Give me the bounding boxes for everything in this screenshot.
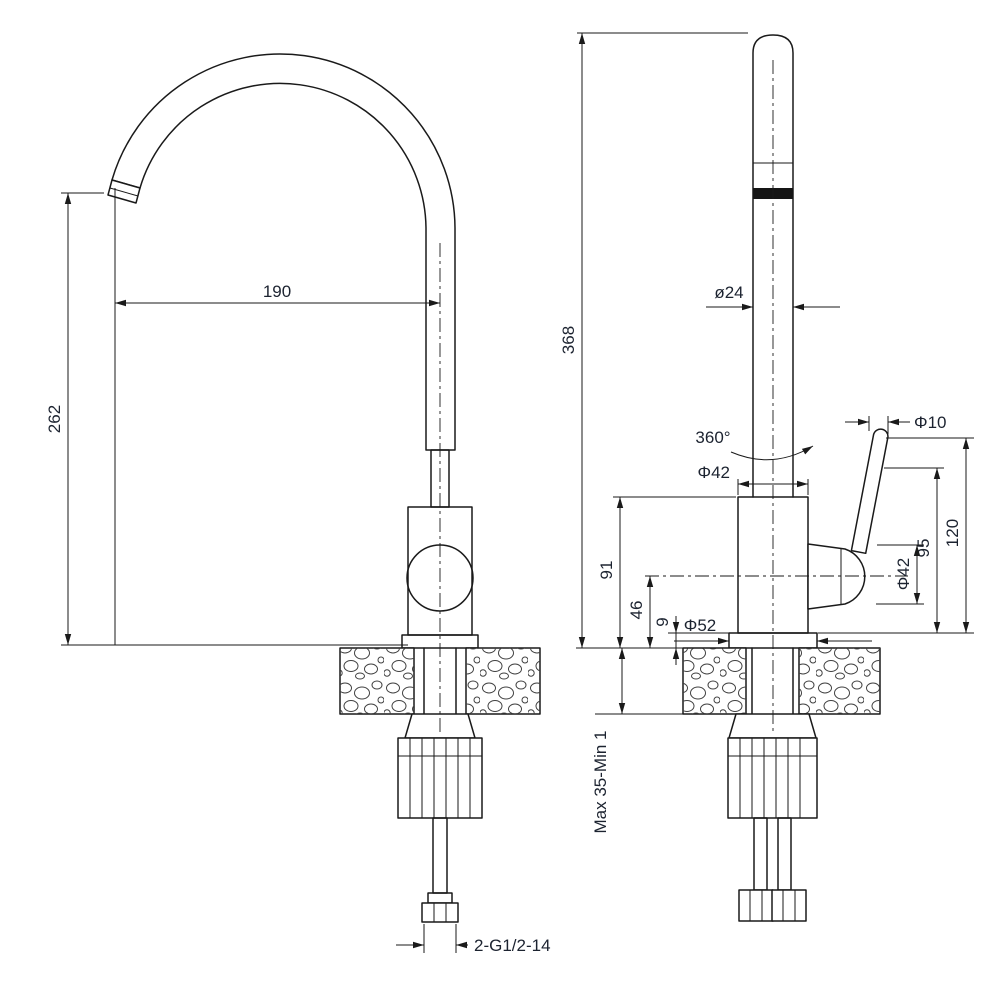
side-countertop (339, 647, 541, 715)
annotation-swivel: 360° (695, 428, 814, 461)
side-supply-tube (432, 817, 448, 894)
side-mounting-nut (397, 737, 483, 819)
dimension-body-above-deck: 91 (597, 496, 736, 648)
dim-deck-thickness-label: Max 35-Min 1 (591, 731, 610, 834)
dim-spout-reach-label: 190 (263, 282, 291, 301)
front-hose-nut-right (771, 889, 807, 922)
dim-handle-overall-height-label: 120 (943, 519, 962, 547)
front-mounting-hardware (727, 713, 818, 922)
dim-base-height-label: 9 (653, 617, 672, 626)
front-view-drawing: 368 ø24 360° Φ42 Φ10 (559, 32, 974, 922)
front-handle (807, 428, 889, 610)
front-countertop (682, 647, 881, 715)
dimension-spout-reach: 190 (114, 188, 440, 645)
dim-joint-diameter-label: Φ42 (894, 558, 913, 590)
dim-total-height-label: 368 (559, 326, 578, 354)
dimension-handle-overall-height: 120 (818, 437, 974, 634)
front-handle-joint (807, 543, 866, 610)
dimension-spout-tube-diameter: ø24 (706, 283, 840, 311)
dimension-body-diameter: Φ42 (698, 463, 809, 495)
dim-base-diameter-label: Φ52 (684, 616, 716, 635)
dim-body-above-deck-label: 91 (597, 561, 616, 580)
dimension-base-diameter: Φ52 (674, 616, 872, 645)
swivel-angle-label: 360° (695, 428, 730, 447)
dim-inlet-thread-label: 2-G1/2-14 (474, 936, 551, 955)
dim-body-diameter-label: Φ42 (698, 463, 730, 482)
dimension-lever-height: 95 (884, 467, 944, 633)
side-spout (107, 53, 456, 451)
front-handle-lever (850, 428, 889, 555)
dim-spout-tube-diameter-label: ø24 (714, 283, 743, 302)
dimension-spout-height: 262 (45, 192, 408, 646)
dimension-inlet-thread: 2-G1/2-14 (396, 924, 551, 955)
dim-handle-diameter-label: Φ10 (914, 413, 946, 432)
front-supply-tube-right (777, 817, 792, 891)
dimension-handle-center-height: 46 (627, 576, 654, 648)
dim-spout-height-label: 262 (45, 405, 64, 433)
dimension-total-height: 368 (559, 32, 748, 649)
front-washer (728, 713, 817, 739)
front-supply-tube-left (753, 817, 768, 891)
dimension-handle-diameter: Φ10 (845, 413, 946, 434)
side-hose-nut (421, 902, 459, 923)
dim-handle-center-height-label: 46 (627, 601, 646, 620)
front-hose-nut-left (738, 889, 774, 922)
dimension-deck-thickness: Max 35-Min 1 (591, 648, 683, 833)
side-view-drawing: 190 262 2-G1/2-14 (45, 53, 551, 955)
dimension-joint-diameter: Φ42 (876, 544, 924, 605)
front-mounting-nut (727, 737, 818, 819)
side-mounting-hardware (397, 713, 483, 923)
